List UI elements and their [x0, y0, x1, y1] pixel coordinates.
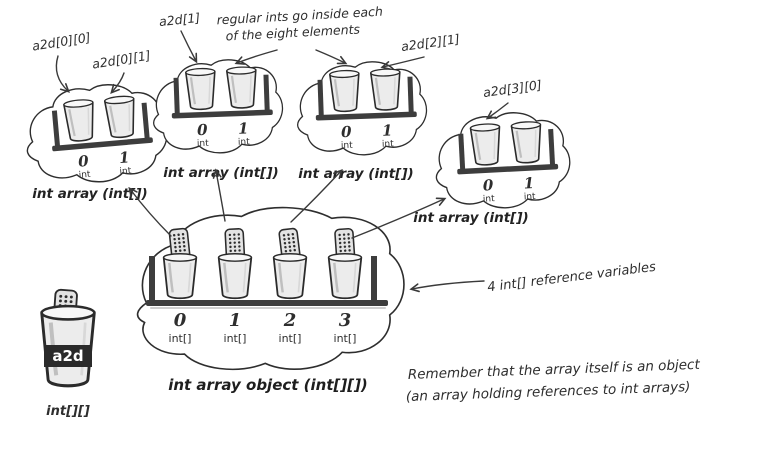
arrow-a2d1-to-blob	[180, 30, 198, 64]
int-array-label: int array (int[])	[413, 210, 528, 226]
shelf-post-right	[263, 74, 270, 112]
int-cup-0	[328, 68, 362, 113]
ref-cup-1	[217, 252, 253, 300]
element-type-label: int	[341, 141, 354, 151]
main-array-blob: 0 1 2 3 int[] int[] int[] int[] int arra…	[136, 206, 405, 394]
int-array-blob-0: 0 1 int int int array (int[])	[26, 84, 168, 202]
main-element-type-label: int[]	[279, 332, 302, 345]
arrow-ref2-to-blob2	[290, 169, 343, 223]
ref-cup-3	[327, 252, 363, 300]
shelf-post-right	[141, 102, 150, 140]
arrow-a2d01-to-cup	[110, 72, 125, 95]
ref-cup-0	[162, 252, 198, 300]
arrow-ref3-to-blob3	[351, 197, 447, 239]
main-index-label: 1	[229, 310, 242, 331]
index-label: 1	[382, 121, 393, 139]
blob-outline	[152, 59, 284, 154]
int-array-label: int array (int[])	[163, 165, 278, 181]
a2d-reference-cup: a2d int[][]	[42, 288, 95, 419]
int-array-blob-1: 0 1 int int int array (int[])	[152, 59, 284, 181]
arrow-regular-to-blob2	[315, 49, 348, 65]
shelf-post-left	[149, 256, 155, 302]
index-label: 0	[77, 152, 90, 171]
element-type-label: int	[483, 194, 496, 205]
shelf-post-left	[173, 77, 180, 115]
arrow-a2d30-to-cup	[485, 102, 509, 120]
int-array-label: int array (int[])	[298, 166, 413, 182]
main-element-type-label: int[]	[334, 332, 357, 345]
int-array-blob-3: 0 1 int int int array (int[])	[413, 112, 571, 226]
element-type-label: int	[119, 166, 132, 177]
element-type-label: int	[238, 137, 251, 147]
element-type-label: int	[197, 139, 210, 149]
shelf-post-left	[458, 133, 466, 171]
main-index-label: 0	[174, 310, 187, 331]
shelf	[146, 300, 388, 306]
element-type-label: int	[78, 170, 91, 181]
int-cup-1	[369, 67, 403, 112]
shelf-post-left	[317, 79, 324, 117]
int-cup-0	[184, 66, 218, 111]
int-array-label: int array (int[])	[32, 186, 147, 202]
remember-note-line2: (an array holding references to int arra…	[406, 379, 691, 405]
shelf-post-right	[407, 76, 414, 114]
shelf	[52, 137, 153, 152]
index-label: 0	[197, 121, 209, 139]
annotation-four-refs: 4 int[] reference variables	[486, 260, 656, 296]
shelf-post-right	[548, 128, 556, 167]
ref-type-label: int[][]	[46, 404, 90, 419]
blob-outline	[296, 61, 428, 156]
int-array-blob-2: 0 1 int int int array (int[])	[296, 61, 428, 182]
shelf	[457, 163, 559, 175]
arrow-a2d21-to-cup	[380, 56, 425, 70]
int-cup-1	[510, 120, 544, 165]
int-cup-0	[469, 122, 503, 167]
annotation-a2d21: a2d[2][1]	[400, 31, 461, 54]
arrow-regular-to-blob1	[234, 49, 278, 65]
arrow-a2d00-to-cup	[55, 55, 70, 93]
index-label: 1	[238, 119, 249, 137]
shelf	[171, 109, 273, 119]
index-label: 1	[523, 174, 534, 193]
blob-outline	[435, 112, 571, 209]
arrows	[55, 30, 509, 293]
main-index-label: 2	[283, 310, 297, 331]
arrow-fourrefs-to-mainblob	[409, 280, 485, 293]
annotation-a2d00: a2d[0][0]	[31, 30, 92, 54]
shelf	[315, 111, 417, 121]
shelf-shadow	[150, 307, 386, 309]
ref-cup-2	[272, 252, 308, 300]
int-cup-1	[225, 65, 259, 110]
main-element-type-label: int[]	[169, 332, 192, 345]
element-type-label: int	[382, 139, 395, 149]
ref-name-label: a2d	[52, 347, 83, 365]
annotation-a2d30: a2d[3][0]	[482, 77, 543, 100]
arrow-ref1-to-blob1	[212, 168, 226, 222]
main-array-label: int array object (int[][])	[168, 376, 368, 394]
shelf-post-left	[51, 110, 61, 148]
remember-note-line1: Remember that the array itself is an obj…	[408, 357, 701, 383]
a2d-label-band	[44, 345, 92, 367]
index-label: 0	[341, 123, 353, 141]
shelf-post-right	[371, 256, 377, 302]
index-label: 1	[118, 148, 130, 167]
annotation-regular-ints-line2: of the eight elements	[225, 21, 361, 43]
element-type-label: int	[524, 192, 537, 203]
main-element-type-label: int[]	[224, 332, 247, 345]
annotation-a2d01: a2d[0][1]	[91, 48, 152, 72]
main-index-label: 3	[339, 310, 352, 331]
arrow-ref0-to-blob0	[128, 186, 172, 237]
index-label: 0	[482, 176, 494, 195]
annotation-a2d1: a2d[1]	[158, 10, 201, 29]
